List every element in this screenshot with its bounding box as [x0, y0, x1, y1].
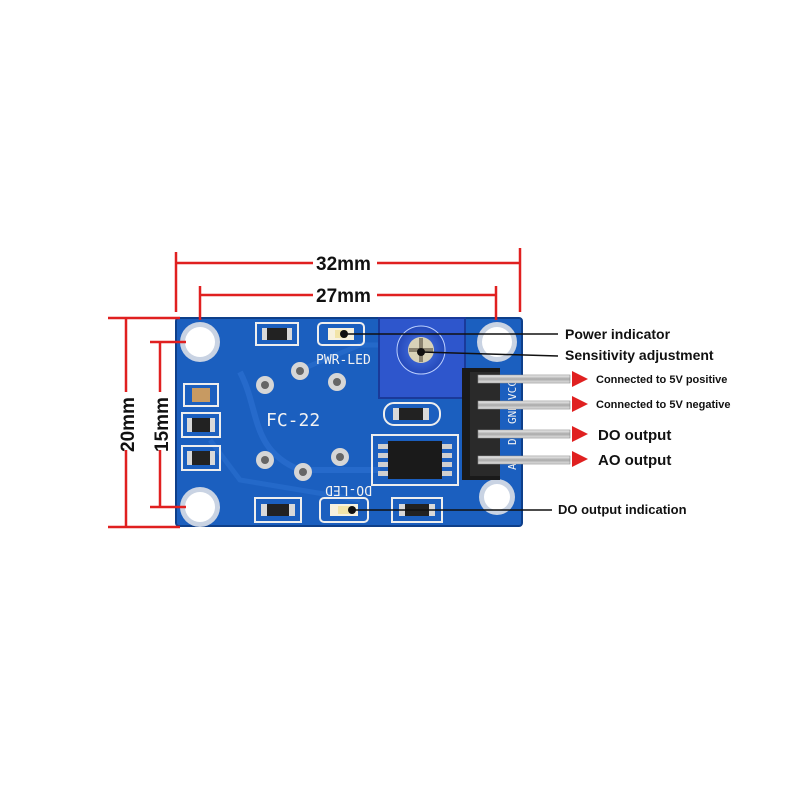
svg-text:AO output: AO output [598, 452, 671, 469]
pin-do [477, 429, 571, 439]
dimension-hole-height [150, 340, 186, 509]
smd-resistor-left-1 [181, 412, 221, 438]
pin-ao [477, 455, 571, 465]
comparator-ic [371, 434, 459, 486]
mounting-hole-top-left [180, 322, 220, 362]
pin-label-vcc: VCC [506, 380, 519, 400]
callout-vcc-pin: Connected to 5V positive [572, 371, 727, 387]
dimension-hole-height-label: 15mm [152, 397, 173, 452]
smd-capacitor-left [183, 383, 219, 407]
dimension-total-width-label: 32mm [316, 254, 371, 275]
mounting-hole-bottom-left [180, 487, 220, 527]
sensitivity-potentiometer [378, 317, 466, 399]
mounting-hole-bottom-right [479, 479, 515, 515]
svg-text:Power indicator: Power indicator [565, 326, 671, 342]
svg-text:Connected to 5V positive: Connected to 5V positive [596, 374, 727, 386]
mounting-hole-top-right [477, 322, 517, 362]
dimension-total-height-label: 20mm [118, 397, 139, 452]
dimension-hole-width [198, 286, 498, 320]
svg-text:Sensitivity adjustment: Sensitivity adjustment [565, 347, 714, 363]
pcb-board: PWR-LED FC-22 [175, 317, 571, 527]
callout-do-indication: DO output indication [348, 502, 687, 517]
pin-gnd [477, 400, 571, 410]
sensor-pads-bottom [256, 448, 349, 481]
model-silkscreen: FC-22 [266, 410, 320, 431]
svg-text:DO output: DO output [598, 427, 671, 444]
svg-text:DO output indication: DO output indication [558, 502, 687, 517]
svg-text:Connected to 5V negative: Connected to 5V negative [596, 399, 730, 411]
smd-resistor-top [255, 322, 299, 346]
smd-resistor-mid [383, 402, 441, 426]
smd-resistor-bottom-left [254, 497, 302, 523]
dimension-total-height [108, 316, 180, 529]
smd-resistor-left-2 [181, 445, 221, 471]
do-led-silkscreen: DO-LED [325, 482, 372, 497]
dimension-hole-width-label: 27mm [316, 286, 371, 307]
dimension-total-width [174, 248, 522, 312]
pin-vcc [477, 374, 571, 384]
sensor-pads-top [256, 362, 346, 394]
callout-do-pin: DO output [572, 426, 671, 444]
pwr-led-silkscreen: PWR-LED [316, 353, 371, 368]
callout-ao-pin: AO output [572, 451, 671, 469]
callout-sensitivity-adjustment: Sensitivity adjustment [417, 347, 714, 363]
callout-power-indicator: Power indicator [340, 326, 671, 342]
callout-gnd-pin: Connected to 5V negative [572, 396, 730, 412]
